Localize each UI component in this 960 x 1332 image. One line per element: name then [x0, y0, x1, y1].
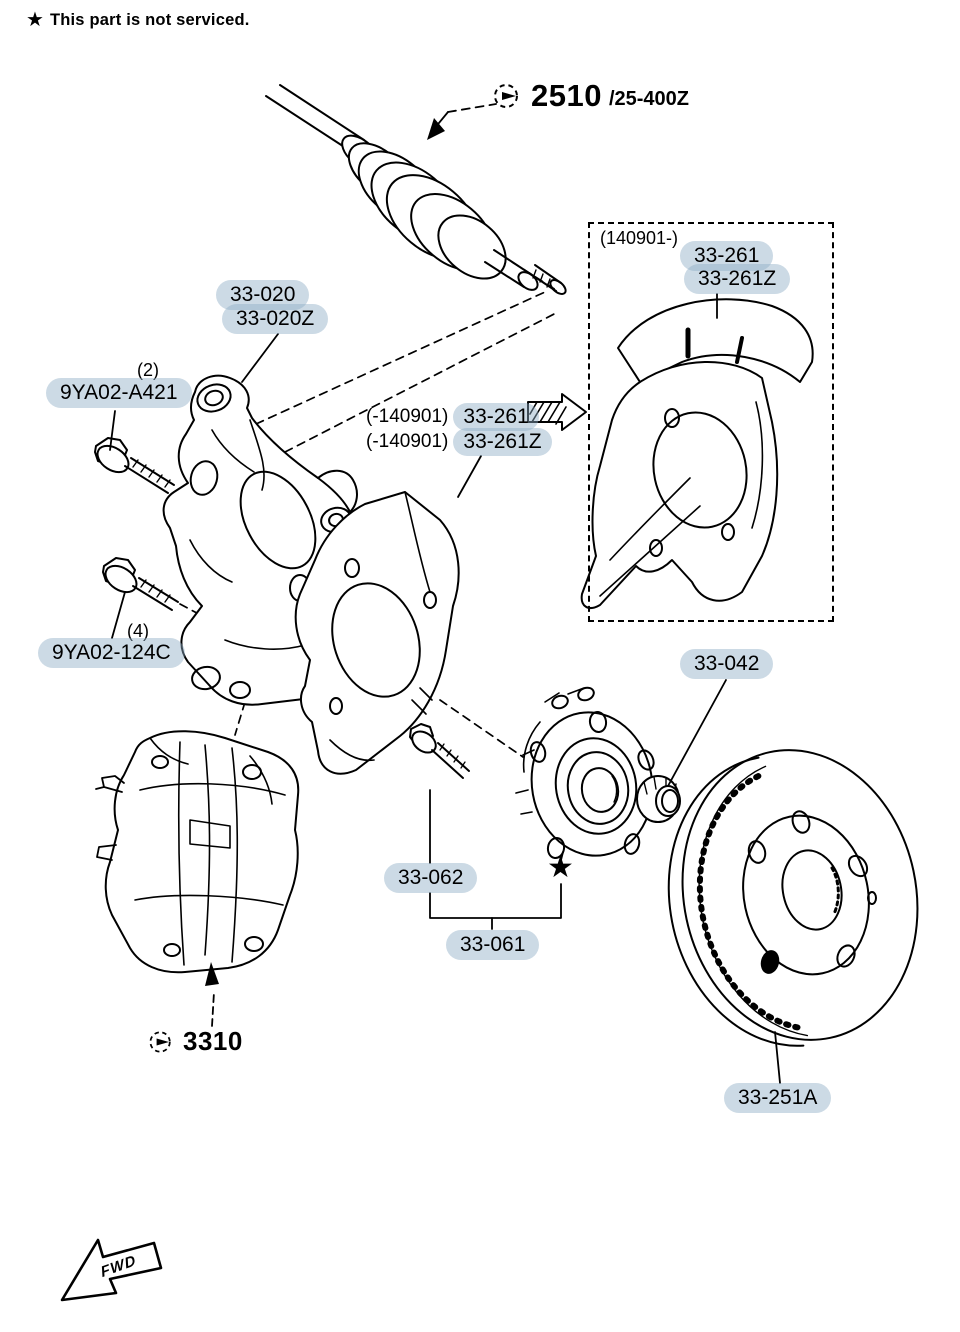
xref-caliper-code: 3310 [183, 1026, 243, 1056]
part-label-33-261-old[interactable]: 33-261 [453, 403, 539, 431]
xref-caliper[interactable]: 3310 [146, 1026, 243, 1057]
part-label-33-062[interactable]: 33-062 [384, 863, 478, 893]
part-label-33-261z-new[interactable]: 33-261Z [684, 264, 791, 294]
part-label-9ya02-124c[interactable]: 9YA02-124C [38, 638, 185, 668]
shield-old-row-2: (-140901) 33-261Z [366, 428, 552, 456]
part-label-33-020[interactable]: 33-020 [216, 280, 310, 310]
part-label-33-061[interactable]: 33-061 [446, 930, 540, 960]
qty-bolt-b: (4) [127, 621, 149, 641]
flange-bolt-a-art [94, 437, 175, 494]
note-text: This part is not serviced. [49, 10, 250, 29]
part-label-33-261z-old[interactable]: 33-261Z [453, 428, 552, 456]
fwd-arrow-icon [60, 1238, 163, 1302]
range-text: (140901-) [600, 228, 679, 248]
not-serviced-note: ★ This part is not serviced. [26, 10, 250, 30]
xref-axle[interactable]: 2510 /25-400Z [490, 78, 689, 114]
part-label-9ya02-a421[interactable]: 9YA02-A421 [46, 378, 192, 408]
shield-old-art [294, 491, 460, 775]
flange-bolt-b-art [102, 557, 179, 611]
part-label-33-042[interactable]: 33-042 [680, 649, 774, 679]
hub-bolt-art [409, 723, 470, 779]
shield-old-prefix-2: (-140901) [366, 431, 449, 452]
xref-icon [149, 1030, 171, 1053]
star-icon: ★ [26, 9, 44, 31]
hatched-arrow-icon [527, 393, 587, 431]
qty-bolt-a: (2) [137, 360, 159, 380]
part-label-33-261-new[interactable]: 33-261 [680, 241, 774, 271]
xref-axle-suffix: /25-400Z [608, 87, 690, 110]
hub-nut-art [636, 775, 681, 823]
range-box [588, 222, 834, 622]
axle-art [265, 84, 567, 295]
shield-new-art [580, 298, 814, 609]
shield-old-prefix-1: (-140901) [366, 406, 449, 427]
part-label-33-251a[interactable]: 33-251A [724, 1083, 832, 1113]
xref-icon [494, 84, 518, 108]
xref-axle-code: 2510 [531, 78, 602, 113]
leader-arrowheads [205, 118, 445, 986]
shield-old-row-1: (-140901) 33-261 [366, 403, 539, 431]
rotor-art [667, 749, 919, 1047]
star-marker: ★ [547, 851, 574, 884]
part-label-33-020z[interactable]: 33-020Z [222, 304, 329, 334]
leader-lines [109, 103, 781, 1084]
caliper-art [95, 730, 300, 974]
hub-art [515, 686, 655, 859]
